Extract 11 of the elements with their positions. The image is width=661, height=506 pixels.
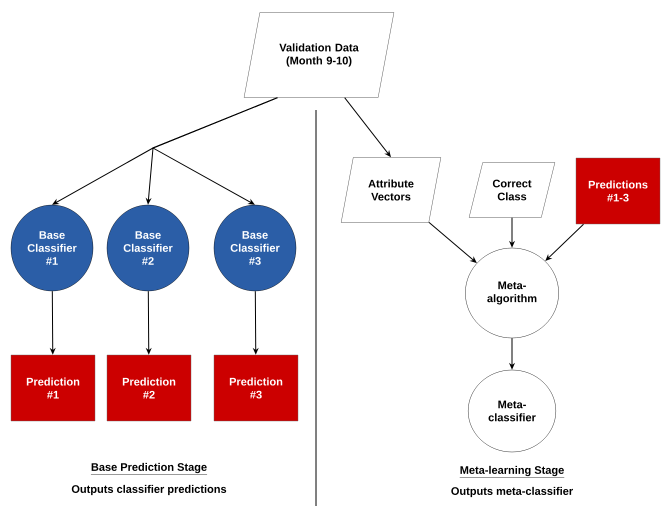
stage-heading: Base Prediction Stage: [90, 462, 208, 475]
prediction-box: Prediction #2: [106, 354, 192, 422]
data-parallelogram: Attribute Vectors: [340, 157, 442, 223]
prediction-box: Prediction #1: [10, 354, 96, 422]
stage-description: Outputs classifier predictions: [72, 484, 226, 496]
data-parallelogram: Validation Data (Month 9-10): [244, 12, 394, 98]
data-parallelogram: Correct Class: [468, 162, 556, 218]
prediction-box: Predictions #1-3: [576, 158, 660, 224]
prediction-box: Prediction #3: [214, 354, 298, 422]
stage-heading: Meta-learning Stage: [460, 466, 564, 478]
stage-description: Outputs meta-classifier: [451, 486, 573, 498]
